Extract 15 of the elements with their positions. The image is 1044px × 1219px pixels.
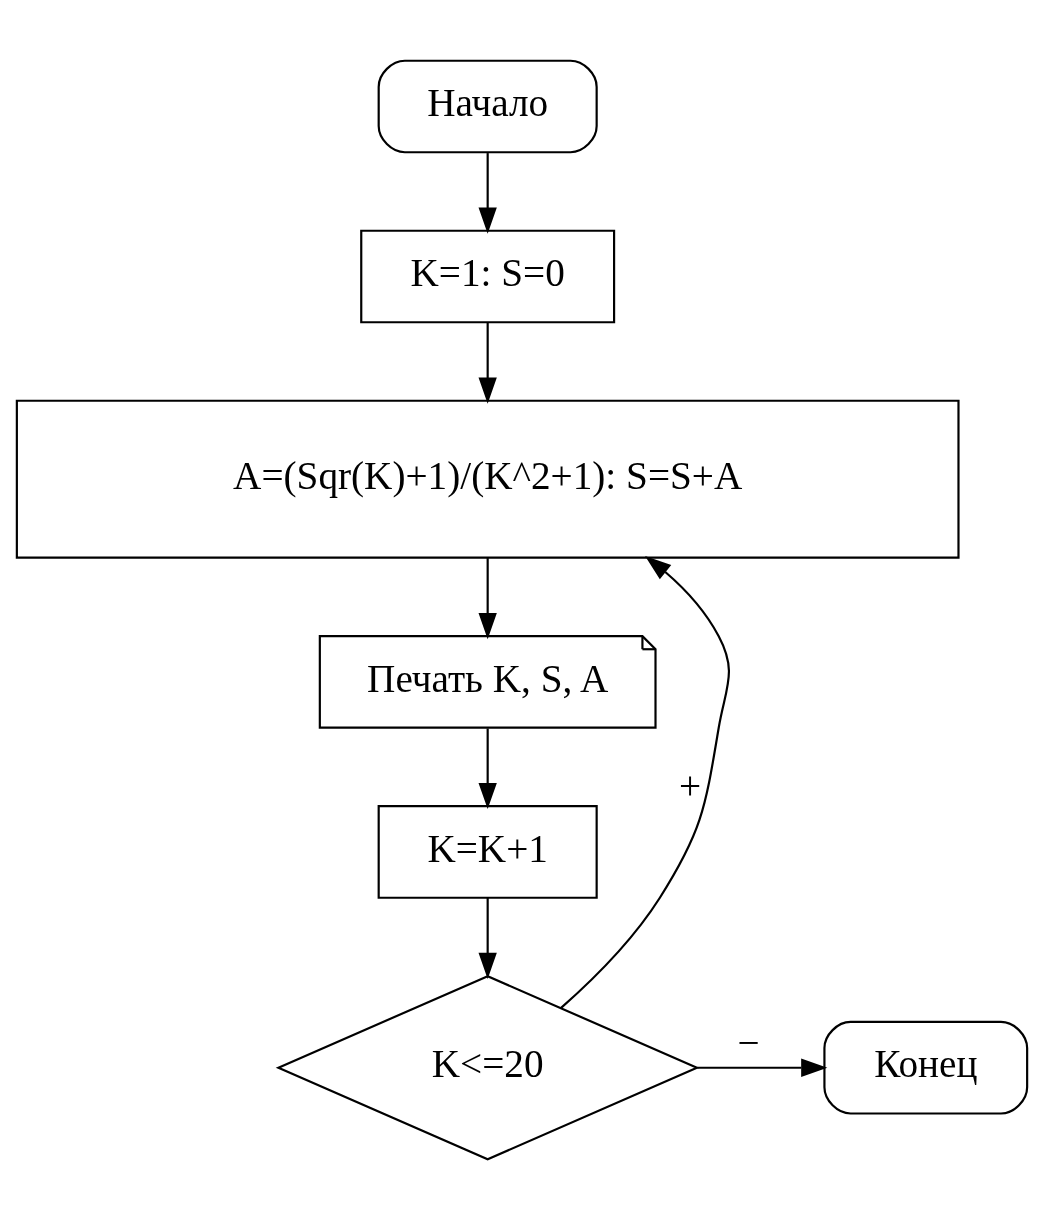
node-box: K=K+1: [377, 804, 598, 899]
edge-label: +: [679, 763, 702, 807]
arrow: [478, 728, 497, 809]
arrow: [697, 1058, 828, 1077]
arrow: [478, 152, 497, 234]
arrow: [478, 897, 497, 979]
arrow: [560, 555, 730, 1009]
edge-label: −: [737, 1020, 760, 1064]
node-box: A=(Sqr(K)+1)/(K^2+1): S=S+A: [15, 399, 960, 559]
node-box: Начало: [377, 59, 598, 153]
arrow: [478, 322, 497, 404]
node-box: Конец: [823, 1020, 1029, 1115]
node-box: K=1: S=0: [360, 229, 616, 323]
arrow: [478, 557, 497, 639]
node-diamond: K<=20: [275, 974, 700, 1160]
